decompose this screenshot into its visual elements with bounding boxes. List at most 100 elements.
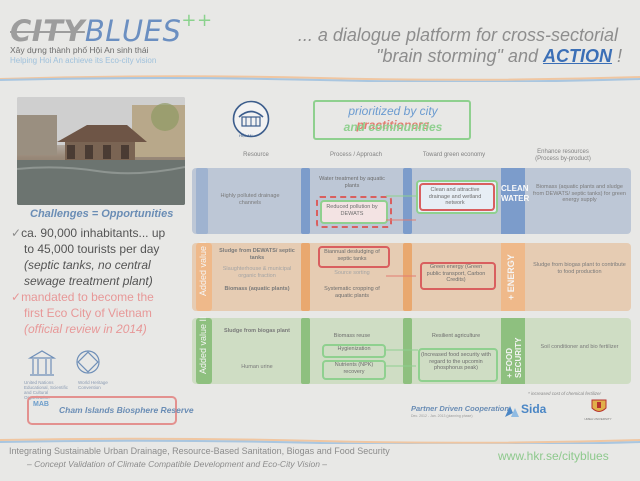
- food-process-2: Hygienization: [337, 346, 371, 352]
- energy-resource-3: Biomass (aquatic plants): [218, 286, 296, 293]
- priority-box: [313, 100, 471, 140]
- priority-prefix: prioritized by city: [348, 104, 438, 118]
- food-toward-2: (Increased food security with regard to …: [420, 352, 491, 371]
- hoi-an-logo-icon: [232, 100, 270, 138]
- energy-tag-bg: [501, 243, 525, 311]
- water-process-2-inner: [320, 200, 388, 224]
- hoi-an-logo-label: HỘI AN: [239, 133, 253, 138]
- priority-practitioners: practitioners: [356, 118, 430, 132]
- food-process-2-box: [322, 344, 386, 358]
- challenges-title: Challenges = Opportunities: [30, 208, 174, 220]
- energy-process-1: Biannual desludging of septic tanks: [324, 249, 380, 262]
- tagline-line2: "brain storming" and ACTION !: [376, 46, 622, 67]
- flow-arrows: [386, 195, 418, 367]
- food-resource-1: Sludge from biogas plant: [218, 328, 296, 335]
- column-header-enhance: Enhance resources (Process by-product): [535, 149, 591, 162]
- partner-driven-cooperation: Partner Driven Cooperation: [411, 404, 509, 413]
- energy-process-2: Source sorting: [334, 270, 370, 276]
- food-toward-2-box: [418, 348, 498, 382]
- water-process-2: Reduced pollution by DEWATS: [326, 204, 378, 217]
- energy-toward: Green energy (Green public transport, Ca…: [426, 264, 486, 283]
- world-heritage-icon: [76, 350, 100, 374]
- footer-title: Integrating Sustainable Urban Drainage, …: [9, 446, 390, 456]
- energy-side-stripe: [196, 243, 212, 311]
- water-side-stripe: [196, 168, 208, 234]
- food-process-stripe: [301, 318, 310, 384]
- water-tag-bg: [501, 168, 525, 234]
- column-header-process: Process / Approach: [329, 152, 383, 158]
- food-side-stripe: [196, 318, 212, 384]
- food-enhance: Soil conditioner and bio fertilizer: [540, 344, 619, 350]
- university-caption: UMEA UNIVERSITY: [584, 417, 612, 421]
- energy-process-1-box: [318, 246, 390, 268]
- column-header-resource: Resource: [243, 152, 269, 158]
- logo-city-text: CITY: [10, 14, 85, 48]
- fertilizer-footnote: * increased cost of chemical fertilizer: [528, 391, 602, 396]
- energy-enhance: Sludge from biogas plant to contribute t…: [533, 262, 626, 275]
- header-wave-divider: [0, 75, 640, 82]
- university-crest-icon: [591, 399, 607, 412]
- water-tag-line1: CLEAN: [501, 184, 529, 193]
- food-process-1: Biomass reuse: [333, 333, 371, 339]
- energy-process-3: Systematic cropping of aquatic plants: [324, 286, 380, 299]
- heritage-caption: World Heritage Convention: [78, 380, 108, 390]
- bullet-septic-text: (septic tanks, no central: [24, 258, 151, 272]
- sida-logo-text: Sida: [521, 402, 547, 416]
- bullet-mandate: ✓mandated to become the: [11, 290, 154, 305]
- food-process-3: Nutrients (NPK) recovery: [334, 362, 374, 375]
- food-resource-2: Human urine: [241, 364, 273, 370]
- water-resource: Highly polluted drainage channels: [220, 193, 280, 206]
- unesco-logos: [27, 350, 100, 376]
- food-resource-1-text: Sludge from biogas plant: [223, 328, 290, 334]
- food-toward-stripe: [403, 318, 412, 384]
- check-icon: ✓: [11, 226, 22, 240]
- priority-line1: prioritized by city practitioners: [319, 104, 467, 132]
- energy-resource-1: Sludge from DEWATS/ septic tanks: [218, 248, 296, 261]
- hoi-an-bridge-photo: [17, 97, 185, 205]
- tagline-line1: ... a dialogue platform for cross-sector…: [297, 25, 618, 45]
- energy-toward-stripe: [403, 243, 412, 311]
- water-process-2-box: [316, 196, 392, 228]
- water-toward: Clean and attractive drainage and wetlan…: [428, 187, 482, 206]
- cham-islands-banner: [27, 396, 177, 425]
- water-enhance: Biomass (aquatic plants and sludge from …: [533, 184, 626, 203]
- energy-toward-box: [420, 262, 496, 290]
- column-header-toward: Toward green economy: [422, 152, 486, 158]
- partner-dates: Dec. 2012 - Jan. 2013 (planning phase): [411, 414, 473, 418]
- priority-line2: and communities: [343, 120, 443, 134]
- action-link[interactable]: ACTION: [542, 46, 612, 66]
- mab-logo: MAB: [33, 401, 49, 408]
- footer-url-link[interactable]: www.hkr.se/cityblues: [498, 449, 609, 463]
- unesco-temple-icon: [27, 350, 57, 376]
- bullet-review-text: (official review in 2014): [24, 322, 147, 336]
- energy-resource-2: Slaughterhouse & municipal organic fract…: [222, 266, 292, 279]
- water-toward-inner: [419, 183, 495, 211]
- bullet-eco-city-text: first Eco City of Vietnam: [24, 306, 152, 320]
- water-toward-box: [416, 180, 498, 214]
- cham-islands-text: Cham Islands Biosphere Reserve: [59, 405, 194, 415]
- bullet-mandate-text: mandated to become the: [21, 290, 154, 304]
- water-toward-stripe: [403, 168, 412, 234]
- bullet-inhabitants: ✓ca. 90,000 inhabitants... up: [11, 226, 165, 241]
- footer-subtitle: – Concept Validation of Climate Compatib…: [27, 459, 328, 469]
- logo-blues-text: BLUES: [84, 14, 182, 48]
- footer-wave-divider: [0, 437, 640, 444]
- water-process-stripe: [301, 168, 310, 234]
- tagline-suffix: !: [611, 46, 622, 66]
- bullet-tourists-text: to 45,000 tourists per day: [24, 242, 160, 256]
- energy-resource-1-text: Sludge from DEWATS/ septic tanks: [219, 248, 295, 261]
- cityblues-logo: CITYBLUES++: [10, 10, 213, 48]
- sida-logo-icon: [505, 406, 519, 417]
- food-process-3-box: [322, 360, 386, 380]
- logo-plus-text: ++: [181, 10, 213, 31]
- check-icon: ✓: [11, 290, 22, 304]
- water-process-1: Water treatment by aquatic plants: [319, 176, 385, 189]
- tagline-prefix: "brain storming" and: [376, 46, 543, 66]
- energy-resource-3-text: Biomass (aquatic plants): [224, 286, 290, 292]
- water-tag-line2: WATER: [501, 194, 530, 203]
- subtitle-english: Helping Hoi An achieve its Eco-city visi…: [10, 56, 157, 65]
- energy-process-stripe: [301, 243, 310, 311]
- bullet-sewage-text: sewage treatment plant): [24, 274, 153, 288]
